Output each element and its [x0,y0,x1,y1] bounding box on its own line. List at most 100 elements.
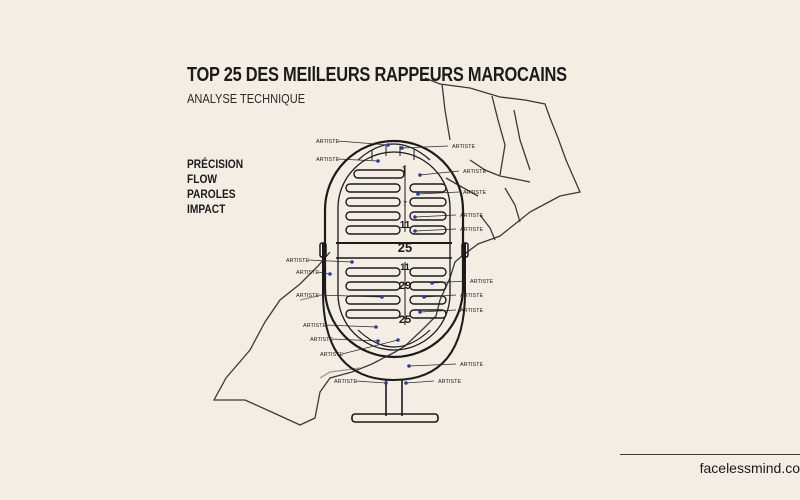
microphone-illustration [319,139,469,423]
callout: ARTISTE [407,362,483,368]
mic-number: 11 [400,262,410,272]
callout-dot [396,338,400,342]
criteria-item-precision: PRÉCISION [187,157,244,171]
callout: ARTISTE [418,308,483,314]
callout-dot [400,146,404,150]
mic-number: 7 [403,201,407,208]
callout-dot [418,310,422,314]
poster-title: TOP 25 DES MEIlLEURS RAPPEURS MAROCAINS [187,64,567,86]
callout-dot [386,143,390,147]
callout-line [317,271,331,275]
callout-dot [413,229,417,233]
callout-line [419,170,460,176]
callout-line [337,140,389,146]
callout-dot [350,260,354,264]
callout-line [405,380,435,384]
callout: ARTISTE [303,323,378,329]
callout: ARTISTE [310,337,380,343]
callout: ARTISTE [430,279,493,285]
callout-label: ARTISTE [334,379,357,385]
mic-number: 25 [399,314,411,326]
callout: ARTISTE [400,144,475,150]
callout-label: ARTISTE [316,139,339,145]
callout: ARTISTE [320,338,400,358]
callout-label: ARTISTE [296,270,319,276]
callouts: ARTISTE ARTISTE ARTISTE ARTISTE ARTISTE ARTIS… [286,139,493,385]
callout: ARTISTE [296,270,332,276]
callout-line [417,191,460,195]
mic-numbers: 1 7 11 25 11 29 25 [398,165,412,326]
callout-label: ARTISTE [286,258,309,264]
grille-slot [345,211,401,221]
callout-line [401,145,449,149]
callout-line [337,158,379,162]
grille-slot [353,169,405,179]
callout-line [414,214,457,218]
criteria-item-impact: IMPACT [187,202,226,216]
grille-slot [345,309,401,319]
callout-line [331,338,379,342]
mic-number: 1 [402,165,407,174]
callout-line [355,380,387,384]
callout-line [307,259,353,263]
callout-label: ARTISTE [470,279,493,285]
callout-label: ARTISTE [463,169,486,175]
callout: ARTISTE [286,258,354,264]
callout-label: ARTISTE [438,379,461,385]
grille-slot [345,197,401,207]
grille-slot [409,281,447,291]
grille-slot [345,295,401,305]
grille-slot [409,211,447,221]
grille-slot [409,309,447,319]
microphone-grille [345,169,447,319]
callout-line [414,228,457,232]
criteria-item-paroles: PAROLES [187,187,236,201]
callout-dot [422,295,426,299]
callout-dot [376,339,380,343]
callout-line [317,294,383,298]
callout-label: ARTISTE [460,362,483,368]
callout: ARTISTE [404,379,461,385]
grille-slot [345,183,401,193]
callout: ARTISTE [413,213,483,219]
callout: ARTISTE [418,169,486,177]
callout-line [419,309,457,313]
callout-line [431,280,467,284]
grille-slot [345,225,401,235]
callout: ARTISTE [416,190,486,196]
callout-label: ARTISTE [460,213,483,219]
callout-dot [376,159,380,163]
callout: ARTISTE [316,139,390,147]
callout-label: ARTISTE [320,352,343,358]
callout: ARTISTE [422,293,483,299]
callout-line [423,294,457,298]
callout-dot [380,295,384,299]
callout-line [324,324,377,328]
grille-slot [345,281,401,291]
footer-divider [620,454,800,455]
callout-dot [430,281,434,285]
callout: ARTISTE [413,227,483,233]
callout: ARTISTE [316,157,380,163]
callout-dot [416,192,420,196]
grille-slot [409,197,447,207]
callout-dot [413,215,417,219]
criteria-list: PRÉCISION FLOW PAROLES IMPACT [187,157,253,217]
callout: ARTISTE [296,293,384,299]
mic-number: 11 [400,220,411,231]
callout-label: ARTISTE [452,144,475,150]
callout-label: ARTISTE [460,293,483,299]
callout-line [408,363,457,367]
callout-dot [404,381,408,385]
callout: ARTISTE [334,379,388,385]
mic-number: 25 [398,240,412,255]
callout-label: ARTISTE [310,337,333,343]
callout-dot [374,325,378,329]
grille-slot [409,225,447,235]
grille-slot [345,267,401,277]
grille-slot [409,183,447,193]
footer-site: facelessmind.co [699,460,800,476]
mic-number: 29 [399,280,411,292]
